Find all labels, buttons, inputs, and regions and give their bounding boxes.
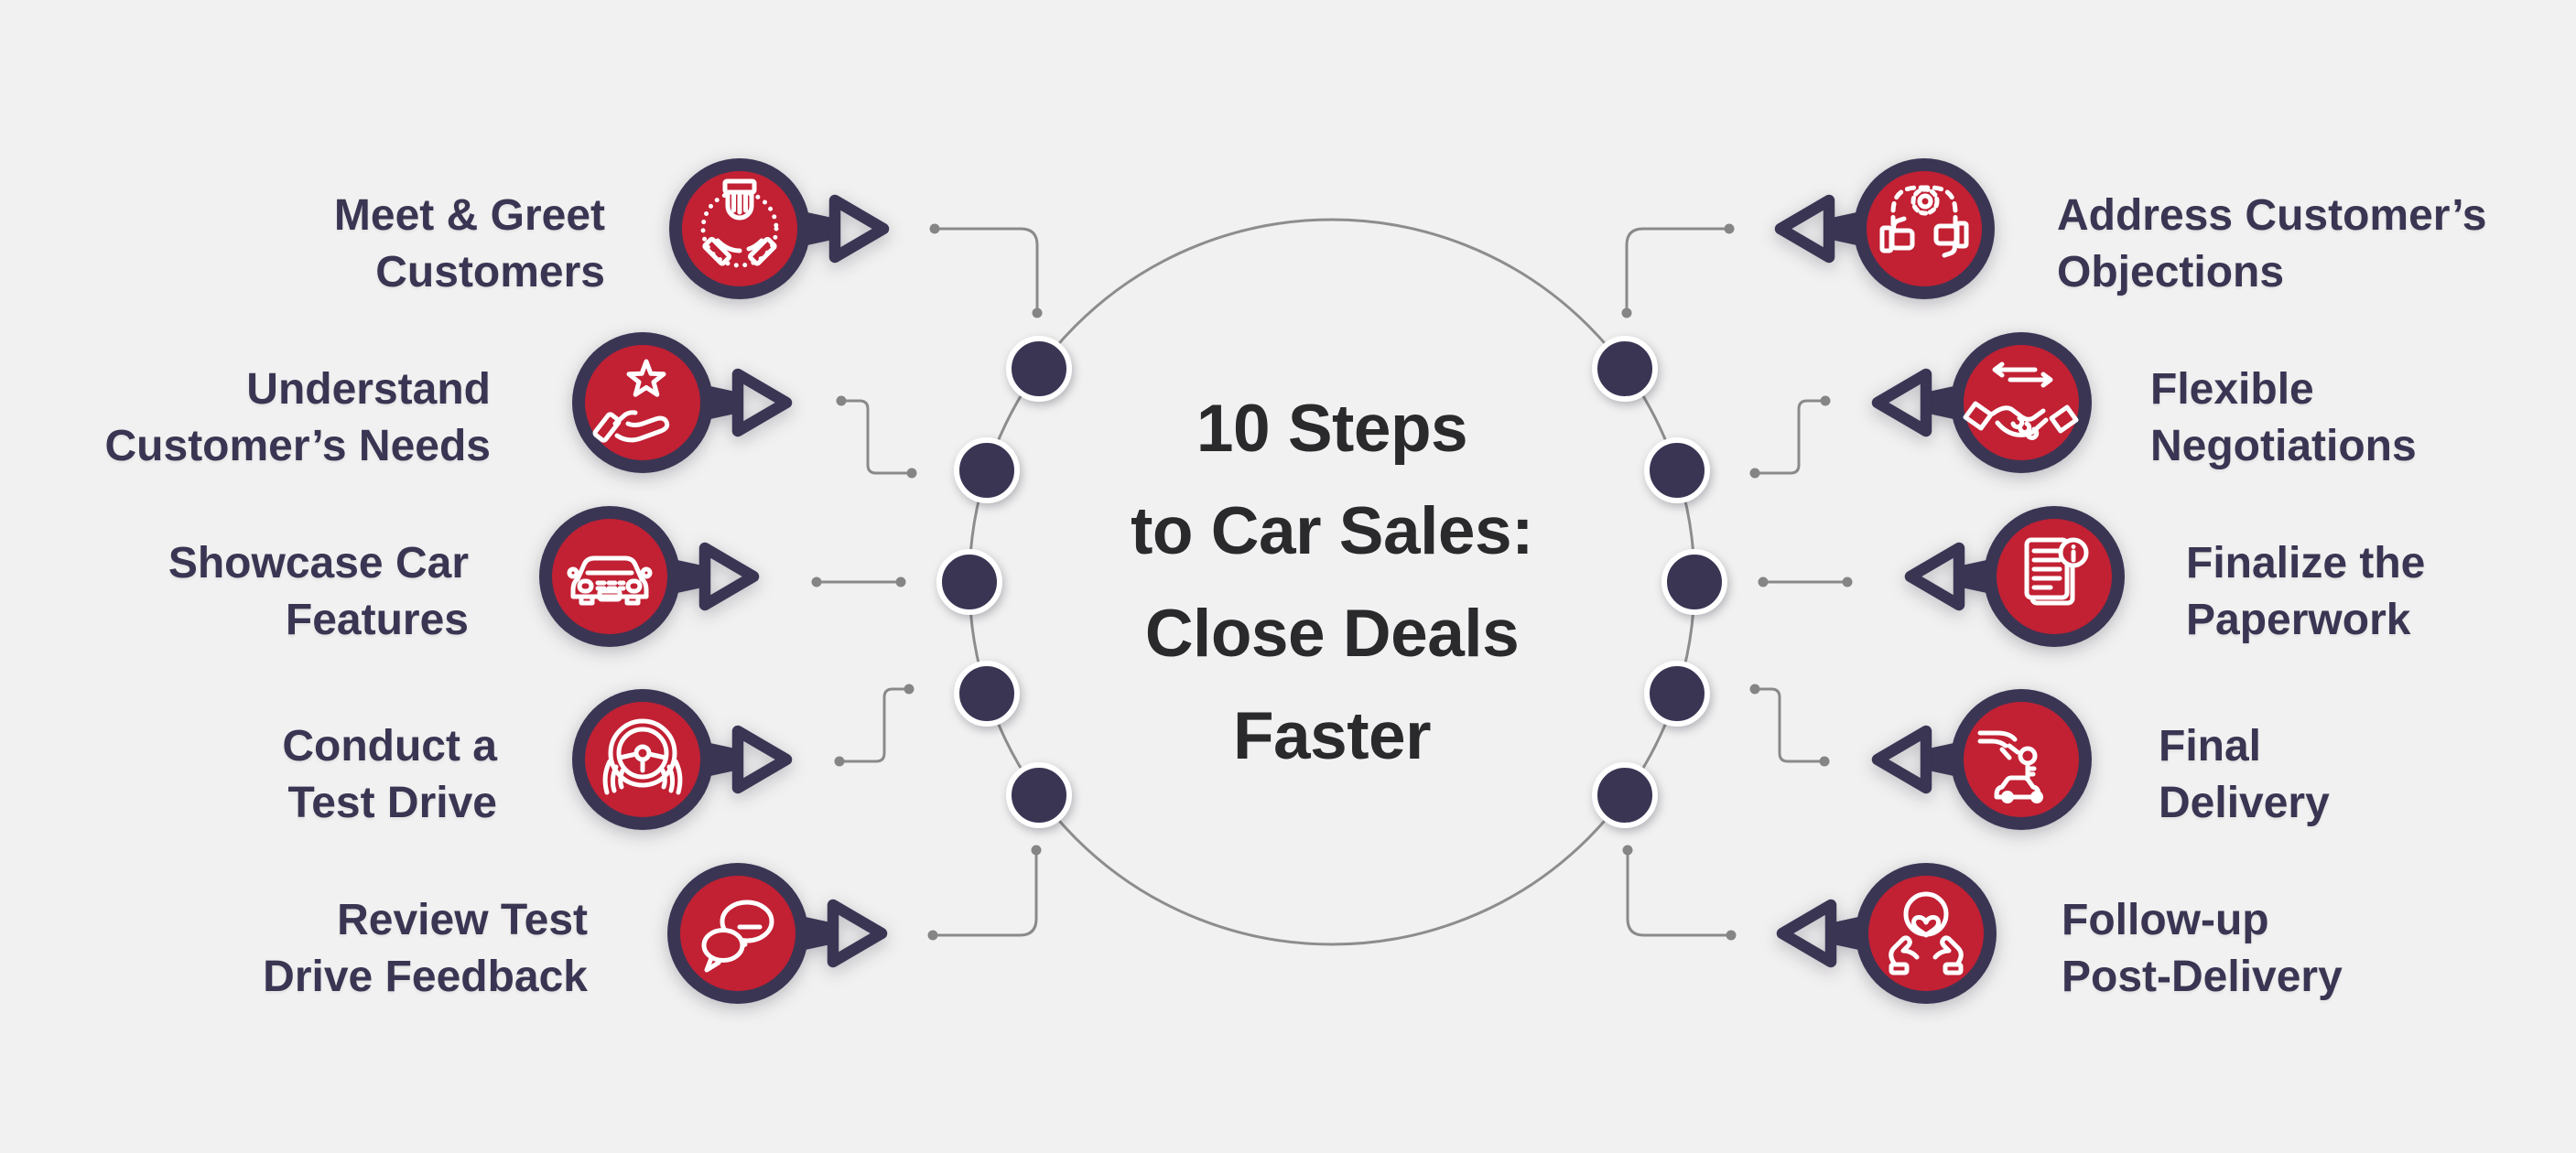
label-line: Paperwork — [2186, 596, 2411, 644]
ring-node-right-3 — [1661, 549, 1727, 615]
connector-right-1 — [1621, 223, 1735, 318]
connector-left-1 — [929, 223, 1043, 318]
ring-node-right-1 — [1592, 336, 1658, 402]
label-line: Conduct a — [282, 722, 497, 770]
step-label-followup-postdelivery: Follow-up Post-Delivery — [2062, 892, 2343, 1006]
step-marker-right-5 — [1776, 863, 1997, 1004]
ring-node-left-5 — [1006, 762, 1072, 828]
title-line: 10 Steps — [1196, 392, 1468, 466]
label-line: Flexible — [2150, 365, 2314, 414]
step-label-review-feedback: Review Test Drive Feedback — [263, 892, 588, 1006]
connector-left-4 — [834, 684, 915, 767]
label-line: Understand — [246, 365, 491, 414]
ring-node-right-4 — [1644, 661, 1710, 727]
label-line: Follow-up — [2062, 896, 2269, 944]
step-marker-left-4 — [572, 689, 793, 830]
step-label-showcase-features: Showcase Car Features — [168, 535, 469, 649]
label-line: Negotiations — [2150, 422, 2417, 470]
label-line: Post-Delivery — [2062, 953, 2343, 1001]
ring-node-left-2 — [954, 437, 1020, 503]
connector-left-5 — [927, 845, 1042, 941]
step-marker-left-1 — [669, 158, 890, 299]
label-line: Customer’s Needs — [104, 422, 491, 470]
step-label-meet-greet: Meet & Greet Customers — [334, 188, 605, 301]
connector-left-3 — [811, 576, 906, 587]
label-line: Features — [285, 596, 469, 644]
connector-right-3 — [1758, 576, 1853, 587]
label-line: Drive Feedback — [263, 953, 588, 1001]
label-line: Finalize the — [2186, 539, 2426, 587]
step-marker-left-3 — [539, 506, 760, 647]
ring-node-left-3 — [936, 549, 1002, 615]
ring-node-left-1 — [1006, 336, 1072, 402]
ring-node-right-2 — [1644, 437, 1710, 503]
connector-right-4 — [1749, 684, 1830, 767]
label-line: Test Drive — [287, 779, 497, 827]
connector-left-2 — [836, 395, 917, 479]
step-label-address-objections: Address Customer’s Objections — [2057, 188, 2486, 301]
ring-node-right-5 — [1592, 762, 1658, 828]
ring-node-left-4 — [954, 661, 1020, 727]
title-line: Close Deals — [1144, 597, 1520, 671]
step-label-test-drive: Conduct a Test Drive — [282, 718, 497, 832]
step-label-finalize-paperwork: Finalize the Paperwork — [2186, 535, 2425, 649]
step-label-understand-needs: Understand Customer’s Needs — [105, 361, 491, 475]
label-line: Customers — [375, 248, 605, 296]
step-marker-right-2 — [1871, 332, 2092, 473]
label-line: Delivery — [2159, 779, 2330, 827]
label-line: Address Customer’s — [2057, 191, 2487, 240]
title-line: to Car Sales: — [1131, 494, 1533, 568]
page-title: 10 Steps to Car Sales: Close Deals Faste… — [874, 378, 1790, 788]
step-marker-left-5 — [667, 863, 888, 1004]
connector-right-5 — [1622, 845, 1737, 941]
label-line: Objections — [2057, 248, 2285, 296]
label-line: Meet & Greet — [333, 191, 605, 240]
step-marker-left-2 — [572, 332, 793, 473]
step-label-final-delivery: Final Delivery — [2159, 718, 2330, 832]
connector-right-2 — [1749, 395, 1831, 479]
label-line: Final — [2159, 722, 2262, 770]
step-label-flexible-negotiations: Flexible Negotiations — [2150, 361, 2417, 475]
step-marker-right-1 — [1774, 158, 1995, 299]
label-line: Review Test — [337, 896, 588, 944]
step-marker-right-4 — [1871, 689, 2092, 830]
step-marker-right-3 — [1904, 506, 2125, 647]
title-line: Faster — [1232, 699, 1432, 773]
label-line: Showcase Car — [168, 539, 469, 587]
